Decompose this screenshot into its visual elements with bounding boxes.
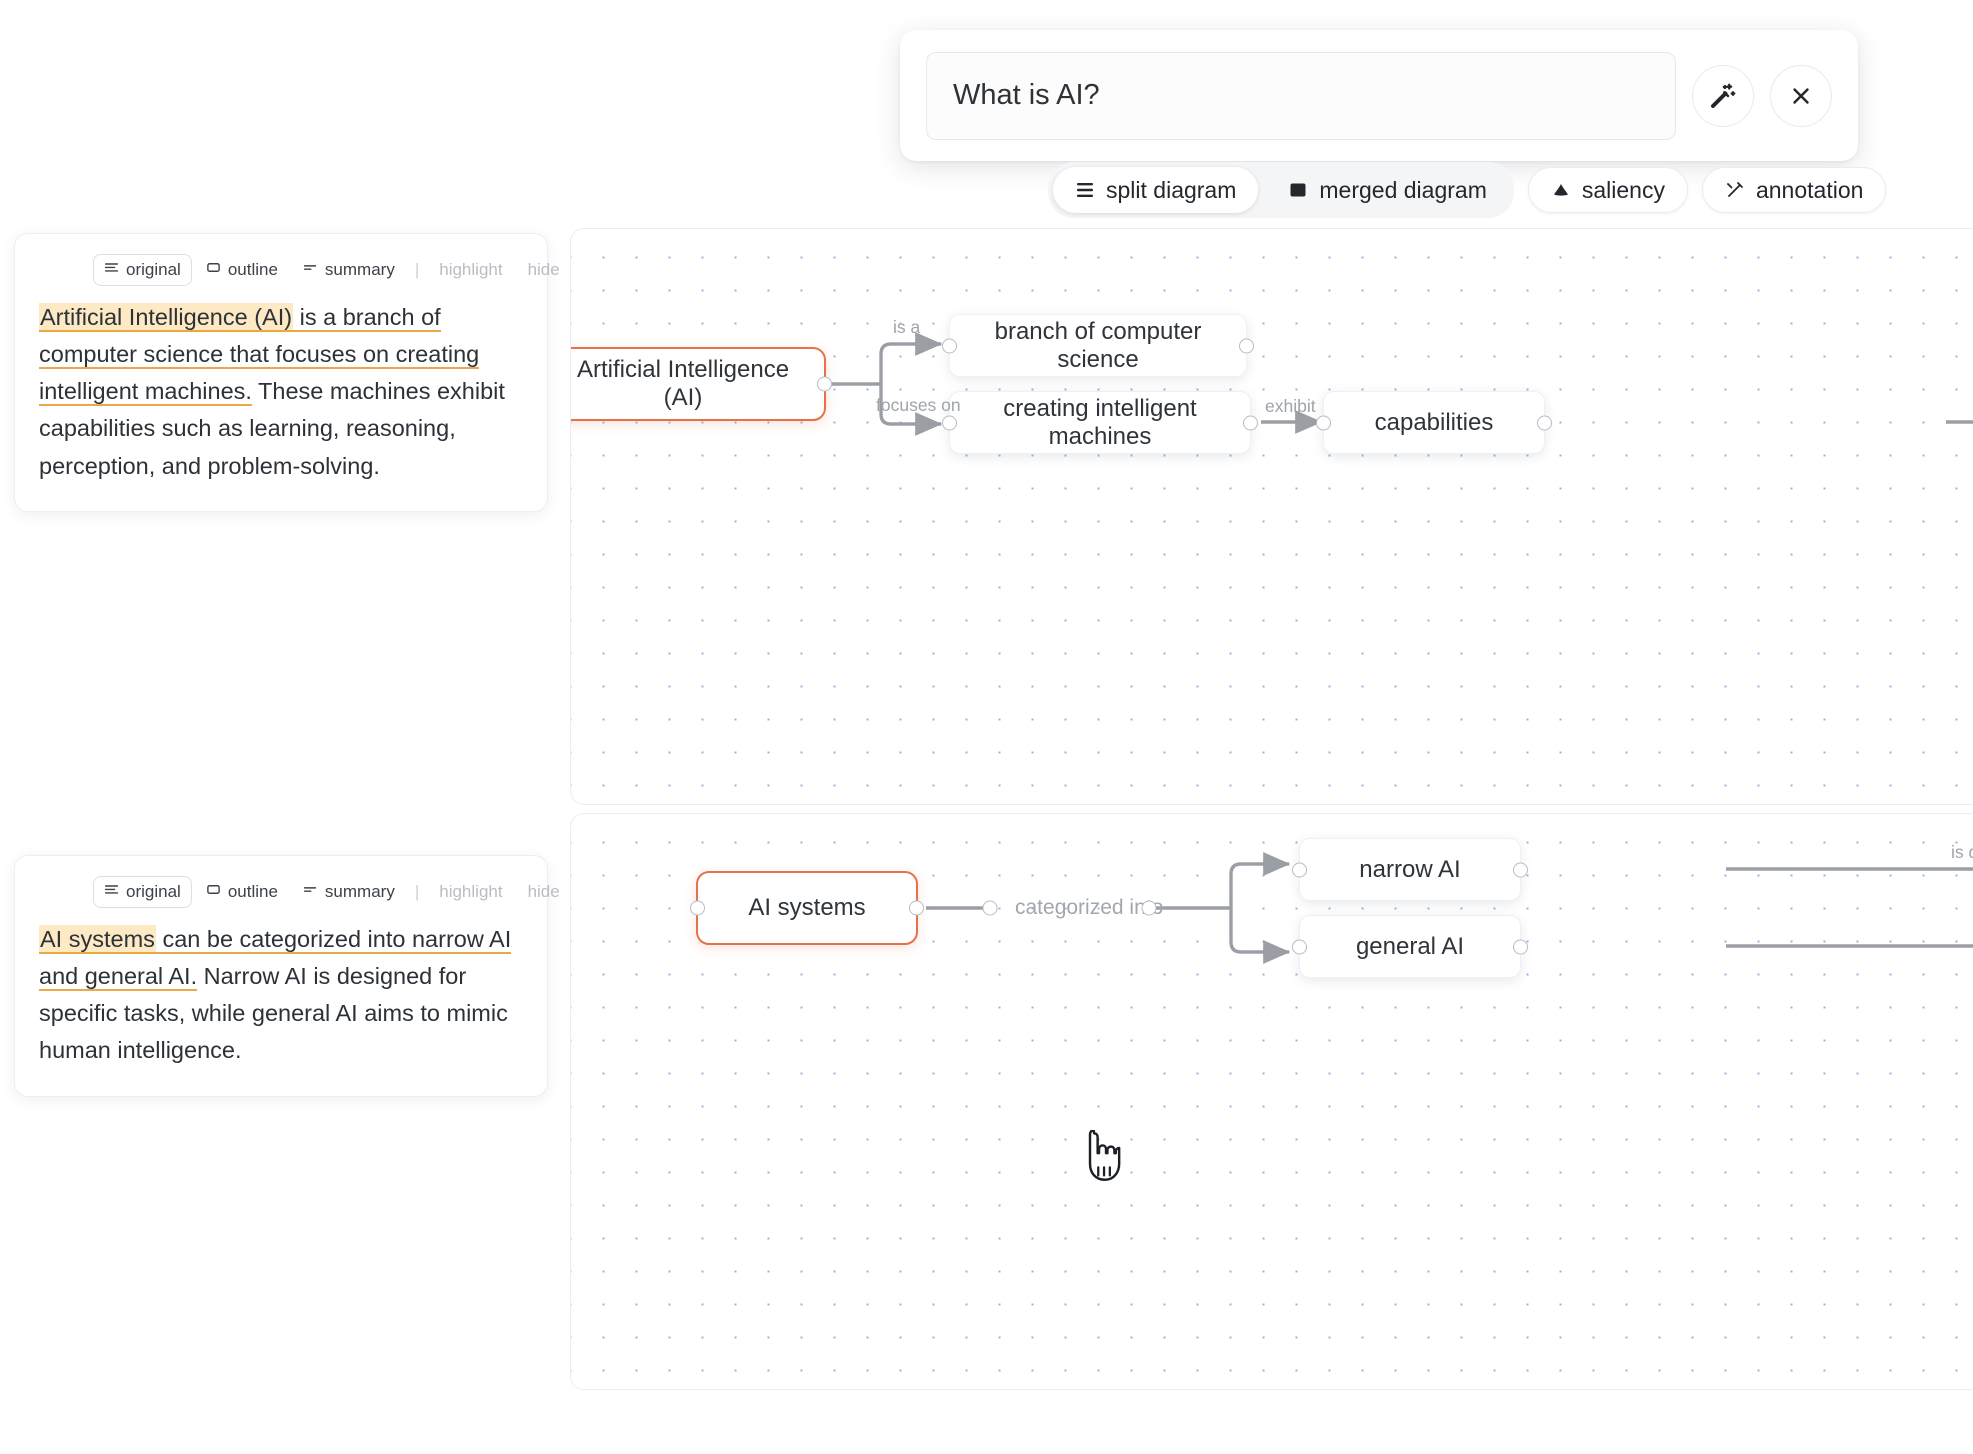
card-2-tool-original-label: original [126,882,181,901]
search-input[interactable] [926,51,1676,140]
mode-merged-diagram-label: merged diagram [1319,176,1487,203]
node-handle-left[interactable] [1292,862,1307,877]
card-1-tool-original-label: original [126,260,181,279]
node-handle-right[interactable] [1513,862,1528,877]
edge-label-categorized-into: categorized into [1015,896,1164,919]
card-1-tool-original[interactable]: original [93,254,192,286]
card-2-body: AI systems can be categorized into narro… [39,921,523,1070]
mode-split-diagram-label: split diagram [1106,176,1237,203]
diagram-canvas-bottom[interactable]: AI systems categorized into narrow AI ge… [570,813,1973,1390]
summary-icon [303,260,318,280]
node-handle-right[interactable] [1537,415,1552,430]
card-1-tool-highlight[interactable]: highlight [428,254,513,286]
diagram-canvas-top[interactable]: Artificial Intelligence (AI) branch of c… [570,228,1973,805]
node-general-ai[interactable]: general AI [1292,915,1528,978]
card-1-tool-outline-label: outline [227,260,278,279]
card-1-tool-hide[interactable]: hide [517,254,571,286]
lines-icon [104,882,119,902]
close-button[interactable] [1770,64,1832,127]
card-2-tool-outline-label: outline [227,882,278,901]
summary-icon [303,882,318,902]
node-handle-left[interactable] [1292,939,1307,954]
mode-annotation[interactable]: annotation [1701,167,1887,213]
node-handle-left[interactable] [942,415,957,430]
node-artificial-intelligence[interactable]: Artificial Intelligence (AI) [571,347,832,421]
node-capabilities-label: capabilities [1374,408,1494,436]
outline-icon [206,260,221,280]
card-1-highlight[interactable]: Artificial Intelligence (AI) [39,303,294,332]
generate-button[interactable] [1692,64,1754,127]
lines-icon [104,260,119,280]
card-1-tool-highlight-label: highlight [439,260,503,279]
card-2-tool-original[interactable]: original [93,876,192,908]
card-2-toolbar: original outline summary [39,876,560,908]
node-handle-right[interactable] [1243,415,1258,430]
merged-diagram-icon [1288,180,1308,200]
node-handle-right[interactable] [909,900,924,916]
card-1-tool-summary[interactable]: summary [292,254,406,286]
node-artificial-intelligence-label: Artificial Intelligence (AI) [576,356,790,411]
mode-split-diagram[interactable]: split diagram [1053,167,1259,213]
card-2-underline[interactable]: can be categorized into narrow AI and ge… [39,926,512,992]
mode-toolbar: split diagram merged diagram saliency [1048,162,1887,218]
edge-label-is-a: is a [893,317,921,337]
annotation-icon [1725,180,1745,200]
text-card-original-2: original outline summary [14,855,560,1097]
card-2-tool-highlight-label: highlight [439,882,503,901]
node-handle-right[interactable] [1239,338,1254,353]
edge-label-focuses-on: focuses on [876,395,961,415]
outline-icon [206,882,221,902]
node-narrow-ai[interactable]: narrow AI [1292,838,1528,901]
mode-saliency-label: saliency [1581,176,1665,203]
mode-annotation-label: annotation [1755,176,1864,203]
node-creating-intelligent-machines[interactable]: creating intelligent machines [942,391,1258,454]
diagram-mode-group: split diagram merged diagram [1048,162,1514,218]
card-2-tool-hide[interactable]: hide [517,876,571,908]
node-narrow-ai-label: narrow AI [1359,855,1461,883]
card-1-tool-hide-label: hide [527,260,560,279]
card-2-tool-outline[interactable]: outline [195,876,289,908]
card-1-rest: These machines exhibit capabilities such… [39,378,505,479]
card-2-rest: Narrow AI is designed for specific tasks… [39,963,508,1064]
node-handle-right[interactable] [817,376,832,392]
card-1-tool-summary-label: summary [324,260,395,279]
node-handle-right[interactable] [1513,939,1528,954]
card-1-underline[interactable]: is a branch of computer science that foc… [39,304,480,407]
edge-handle-right[interactable] [1141,900,1157,916]
card-2-tool-hide-label: hide [527,882,560,901]
mode-merged-diagram[interactable]: merged diagram [1266,167,1508,213]
card-2-tool-highlight[interactable]: highlight [428,876,513,908]
card-2-separator: | [414,882,420,901]
node-ai-systems-label: AI systems [748,894,866,921]
diagram-bottom-edges [926,852,1973,964]
card-2-highlight[interactable]: AI systems [39,925,156,954]
split-diagram-icon [1075,180,1095,200]
node-ai-systems[interactable]: AI systems [690,871,924,945]
card-1-tool-outline[interactable]: outline [195,254,289,286]
node-general-ai-label: general AI [1355,932,1465,960]
node-handle-left[interactable] [942,338,957,353]
card-1-toolbar: original outline summary [39,254,560,286]
node-branch-of-computer-science[interactable]: branch of computer science [942,314,1254,377]
node-handle-left[interactable] [690,900,705,916]
card-2-tool-summary-label: summary [324,882,395,901]
edge-handle-left[interactable] [982,900,998,916]
card-1-body: Artificial Intelligence (AI) is a branch… [39,299,523,485]
edge-label-exhibit: exhibit [1265,396,1316,416]
mode-saliency[interactable]: saliency [1527,167,1688,213]
close-icon [1788,83,1814,109]
magic-wand-icon [1708,81,1738,111]
node-handle-left[interactable] [1316,415,1331,430]
node-branch-label: branch of computer science [994,317,1202,373]
card-2-tool-summary[interactable]: summary [292,876,406,908]
diagram-top-edges [826,332,1973,436]
search-bar [900,30,1858,161]
node-creating-label: creating intelligent machines [1003,394,1197,450]
saliency-icon [1551,180,1571,200]
edge-label-is-designed: is d [1951,842,1973,862]
node-capabilities[interactable]: capabilities [1316,391,1552,454]
card-1-separator: | [414,260,420,279]
text-card-original-1: original outline summary [14,233,560,512]
